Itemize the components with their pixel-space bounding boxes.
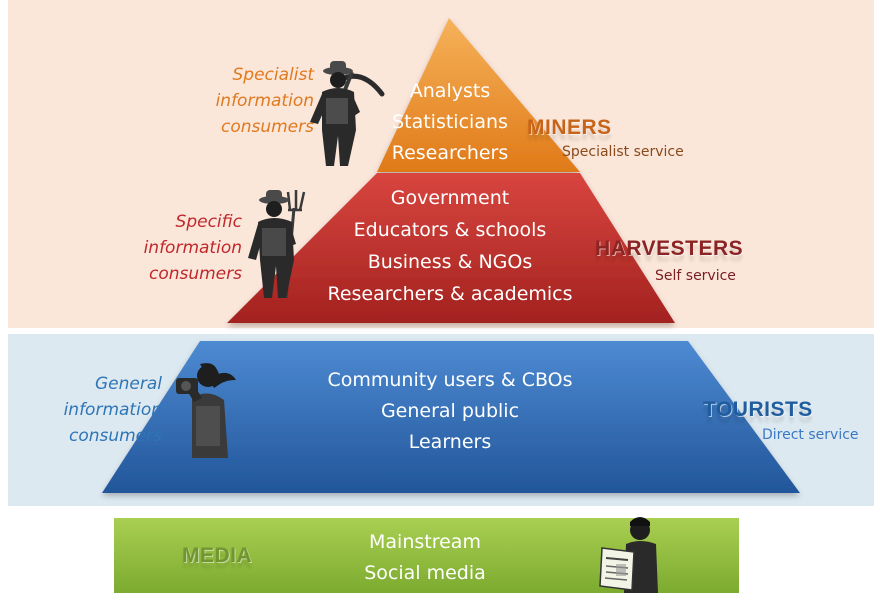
miners-role-label: MINERS: [527, 116, 612, 139]
miners-line-2: Statisticians: [392, 111, 508, 133]
specific-line-1: Specific: [175, 212, 242, 232]
harvesters-line-3: Business & NGOs: [367, 251, 533, 273]
specialist-line-1: Specialist: [232, 65, 315, 85]
general-line-2: information: [63, 400, 162, 420]
miners-line-3: Researchers: [391, 142, 509, 164]
media-role-label: MEDIA: [182, 544, 253, 567]
miners-line-1: Analysts: [409, 80, 491, 102]
harvesters-line-1: Government: [390, 187, 510, 209]
tourists-line-2: General public: [380, 400, 520, 422]
general-line-3: consumers: [68, 426, 162, 446]
miners-service-label: Specialist service: [562, 144, 684, 160]
specific-consumers-label: Specific information consumers: [98, 209, 242, 287]
harvesters-line-4: Researchers & academics: [327, 283, 573, 305]
general-line-1: General: [95, 374, 162, 394]
specialist-line-3: consumers: [220, 117, 314, 137]
tourists-line-3: Learners: [408, 431, 492, 453]
tourist-photographer-icon: [176, 363, 236, 458]
harvesters-role-label: HARVESTERS: [595, 237, 744, 260]
harvesters-tier-shape: [227, 173, 675, 323]
farmer-figure-icon: [248, 190, 306, 299]
specialist-consumers-label: Specialist information consumers: [190, 62, 314, 140]
miner-figure-icon: [310, 61, 385, 166]
media-line-1: Mainstream: [369, 531, 481, 553]
tourists-role-label: TOURISTS: [703, 398, 813, 421]
harvesters-service-label: Self service: [655, 268, 736, 284]
harvesters-line-2: Educators & schools: [353, 219, 547, 241]
specific-line-2: information: [143, 238, 242, 258]
harvesters-tier-text: Government Educators & schools Business …: [300, 182, 600, 310]
specific-line-3: consumers: [148, 264, 242, 284]
tourists-tier-text: Community users & CBOs General public Le…: [300, 365, 600, 458]
media-tier-text: Mainstream Social media: [325, 527, 525, 589]
general-consumers-label: General information consumers: [10, 371, 162, 449]
newspaper-reader-icon: [599, 517, 658, 593]
media-line-2: Social media: [364, 562, 486, 584]
tourists-service-label: Direct service: [762, 427, 859, 443]
miners-tier-text: Analysts Statisticians Researchers: [350, 76, 550, 169]
miners-tier-shape: [377, 18, 580, 172]
specialist-line-2: information: [215, 91, 314, 111]
tourists-line-1: Community users & CBOs: [327, 369, 573, 391]
tourists-tier-shape: [102, 341, 800, 493]
